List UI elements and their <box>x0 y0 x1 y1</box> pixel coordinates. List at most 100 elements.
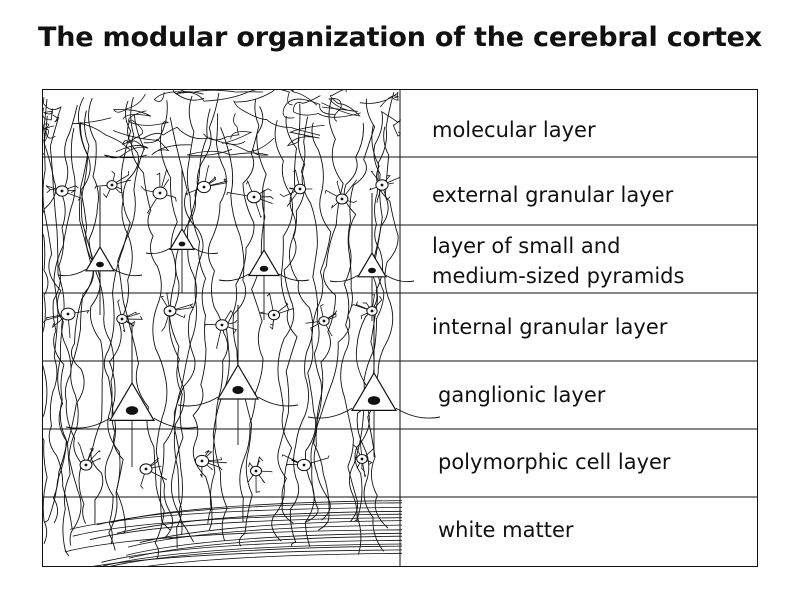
fiber <box>169 117 204 543</box>
fiber <box>146 192 161 214</box>
fiber <box>203 113 240 141</box>
fiber <box>112 93 152 120</box>
fiber <box>359 440 364 460</box>
label-white-matter: white matter <box>438 518 574 542</box>
fiber <box>220 127 253 547</box>
fiber <box>193 247 219 255</box>
fiber <box>203 178 228 188</box>
fiber <box>127 110 170 144</box>
label-polymorphic-cell-layer: polymorphic cell layer <box>438 450 671 474</box>
fiber <box>69 507 403 530</box>
cell-nucleus <box>125 406 139 415</box>
fiber <box>57 269 87 277</box>
cell-nucleus <box>60 189 64 193</box>
neuron-illustration <box>42 89 758 567</box>
fiber <box>85 447 94 466</box>
fiber <box>340 122 364 522</box>
fiber <box>42 128 56 155</box>
fiber <box>255 470 260 493</box>
cell-nucleus <box>259 265 269 272</box>
fiber <box>72 117 130 150</box>
cell-nucleus <box>120 317 124 321</box>
fiber <box>336 180 343 200</box>
fiber <box>104 145 149 159</box>
fiber <box>320 303 325 322</box>
fiber <box>293 95 361 118</box>
cell-nucleus <box>254 469 258 473</box>
fiber <box>77 97 104 524</box>
fiber <box>127 524 403 548</box>
fiber <box>266 292 275 316</box>
fiber <box>64 529 403 553</box>
cell-nucleus <box>360 457 364 461</box>
fiber <box>348 111 385 521</box>
fiber <box>111 179 132 186</box>
fiber <box>121 315 143 320</box>
fiber <box>160 100 185 549</box>
fiber <box>42 313 69 325</box>
fiber <box>351 304 373 312</box>
fiber <box>65 417 111 429</box>
cell-nucleus <box>232 386 244 394</box>
pyramidal-cell <box>108 381 156 421</box>
cell-nucleus <box>110 183 114 187</box>
fiber <box>293 169 301 190</box>
label-pyramidal-layer: layer of small and medium-sized pyramids <box>432 234 685 288</box>
fiber <box>297 103 331 521</box>
label-molecular-layer: molecular layer <box>432 118 596 142</box>
fiber <box>169 304 194 312</box>
fiber <box>239 106 267 523</box>
fiber <box>186 148 269 156</box>
cell-nucleus <box>144 467 148 471</box>
fiber <box>203 164 210 188</box>
fiber <box>282 98 335 119</box>
cell-nucleus <box>252 195 256 199</box>
fiber <box>341 179 358 200</box>
fiber <box>305 320 325 324</box>
cell-nucleus <box>84 463 88 467</box>
cell-nucleus <box>168 309 172 313</box>
fiber <box>111 170 130 186</box>
fiber <box>96 502 403 526</box>
fiber <box>85 449 101 466</box>
pyramidal-cell <box>168 227 196 250</box>
fiber <box>273 301 289 316</box>
cell-nucleus <box>298 187 302 191</box>
cell-nucleus <box>158 191 162 195</box>
fiber <box>161 310 171 332</box>
fiber <box>233 100 321 136</box>
fiber <box>87 549 403 567</box>
fiber <box>42 107 53 121</box>
fiber <box>303 455 330 466</box>
fiber <box>88 98 121 551</box>
cortex-layer-diagram: molecular layer external granular layer … <box>42 89 758 567</box>
fiber <box>113 269 143 277</box>
fiber <box>117 299 123 320</box>
fiber <box>126 532 403 556</box>
cell-nucleus <box>380 183 384 187</box>
fiber <box>285 116 314 547</box>
fiber <box>354 124 399 555</box>
fiber <box>278 273 310 282</box>
fiber <box>142 126 246 145</box>
fiber <box>201 460 227 464</box>
fiber <box>42 123 55 137</box>
fiber <box>156 172 161 194</box>
fiber <box>257 396 299 407</box>
fiber <box>233 89 318 106</box>
fiber <box>68 110 94 546</box>
fiber <box>43 115 68 524</box>
fiber <box>159 169 169 194</box>
fiber <box>42 99 49 544</box>
fiber <box>72 513 403 537</box>
fiber <box>359 92 400 108</box>
fiber <box>226 192 255 198</box>
cell-nucleus <box>202 185 206 189</box>
fiber <box>307 407 353 419</box>
fiber <box>103 119 139 545</box>
fiber <box>395 407 441 419</box>
cell-nucleus <box>340 197 344 201</box>
cell-nucleus <box>370 309 374 313</box>
fiber <box>304 122 332 547</box>
label-internal-granular-layer: internal granular layer <box>432 315 668 339</box>
